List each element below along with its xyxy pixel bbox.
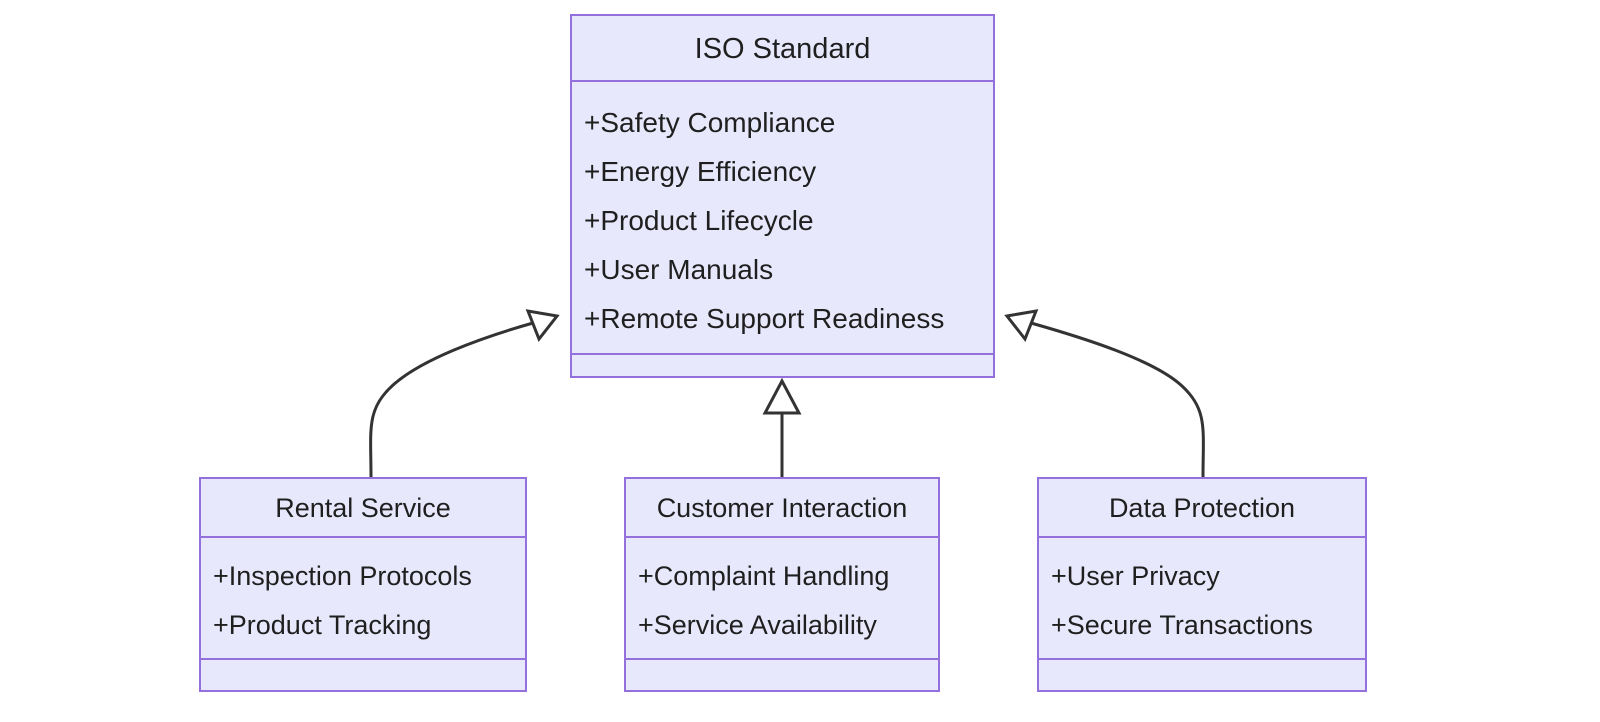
class-attributes-iso-standard: +Safety Compliance +Energy Efficiency +P…	[572, 82, 993, 355]
class-attribute: +Product Tracking	[213, 610, 432, 640]
generalization-arrowhead-rental-service	[525, 309, 560, 342]
class-box-rental-service[interactable]: Rental Service +Inspection Protocols +Pr…	[199, 477, 527, 692]
class-title-rental-service: Rental Service	[201, 479, 525, 538]
class-box-customer-interaction[interactable]: Customer Interaction +Complaint Handling…	[624, 477, 940, 692]
class-attribute: +Inspection Protocols	[213, 561, 472, 591]
class-attribute: +Complaint Handling	[638, 561, 890, 591]
class-attribute: +User Manuals	[584, 254, 774, 285]
class-attribute: +Service Availability	[638, 610, 877, 640]
class-attribute: +User Privacy	[1051, 561, 1220, 591]
class-attribute: +Remote Support Readiness	[584, 303, 945, 334]
class-attribute: +Safety Compliance	[584, 107, 836, 138]
class-attribute: +Secure Transactions	[1051, 610, 1313, 640]
class-methods-rental-service	[201, 660, 525, 690]
class-attributes-data-protection: +User Privacy +Secure Transactions	[1039, 538, 1365, 660]
class-box-iso-standard[interactable]: ISO Standard +Safety Compliance +Energy …	[570, 14, 995, 378]
connector-line-rental-service	[369, 321, 534, 478]
class-attributes-customer-interaction: +Complaint Handling +Service Availabilit…	[626, 538, 938, 660]
class-box-data-protection[interactable]: Data Protection +User Privacy +Secure Tr…	[1037, 477, 1367, 692]
class-title-customer-interaction: Customer Interaction	[626, 479, 938, 538]
class-attributes-rental-service: +Inspection Protocols +Product Tracking	[201, 538, 525, 660]
class-title-data-protection: Data Protection	[1039, 479, 1365, 538]
class-methods-customer-interaction	[626, 660, 938, 690]
class-title-iso-standard: ISO Standard	[572, 16, 993, 82]
class-methods-iso-standard	[572, 355, 993, 376]
generalization-rental-service-to-iso-standard	[369, 309, 560, 478]
class-attribute: +Energy Efficiency	[584, 156, 817, 187]
connector-line-data-protection	[1030, 321, 1205, 478]
generalization-data-protection-to-iso-standard	[1004, 309, 1205, 478]
generalization-customer-interaction-to-iso-standard	[762, 377, 802, 477]
class-methods-data-protection	[1039, 660, 1365, 690]
class-attribute: +Product Lifecycle	[584, 205, 814, 236]
generalization-arrowhead-data-protection	[1004, 309, 1039, 342]
generalization-arrowhead-customer-interaction	[762, 377, 802, 415]
